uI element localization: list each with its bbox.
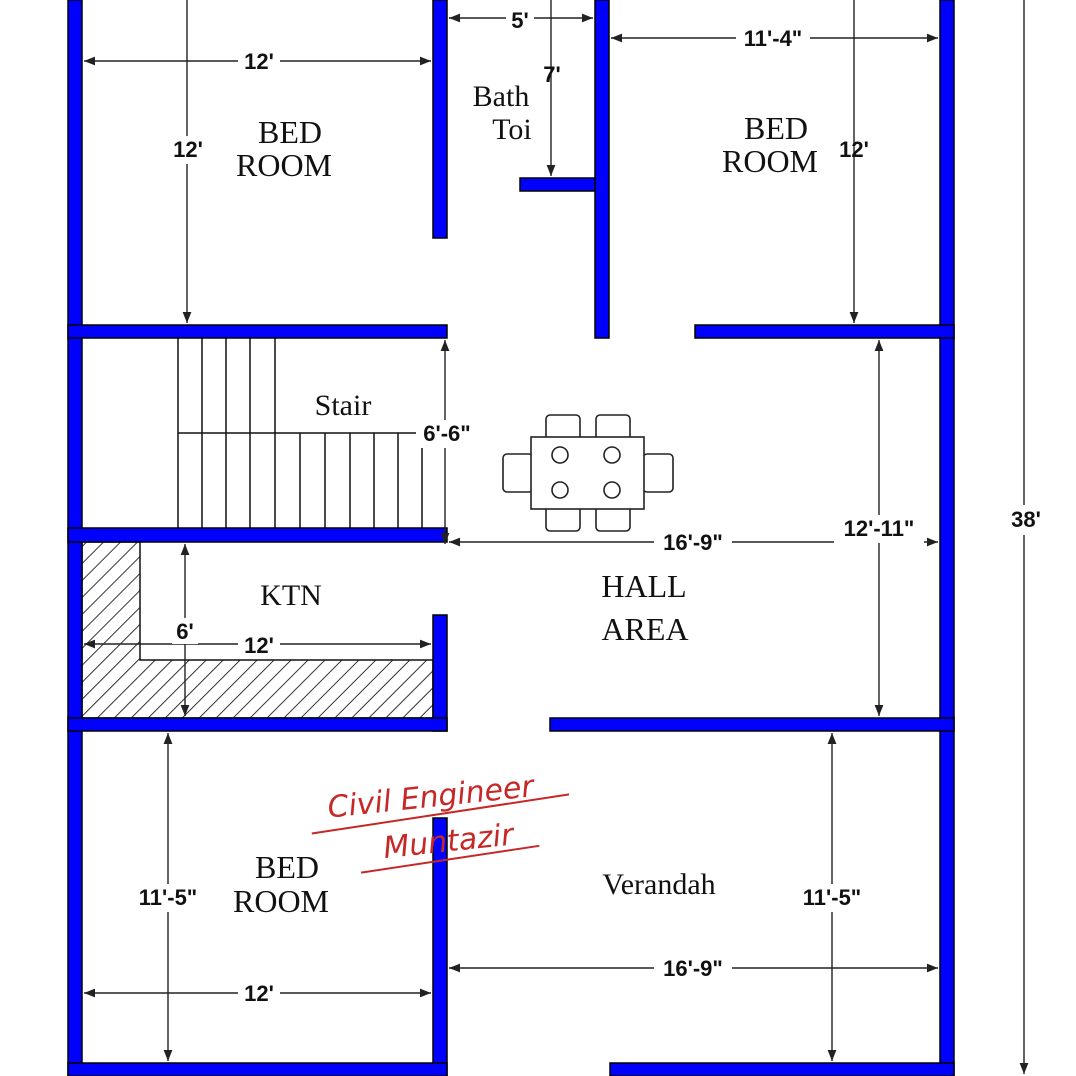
dimension-lines xyxy=(84,0,1029,1074)
dim-bath-width: 5' xyxy=(511,8,528,33)
room-label-bed-top-left-1: BED xyxy=(258,114,322,150)
dim-bed-tl-width: 12' xyxy=(244,49,274,74)
room-label-hall-1: HALL xyxy=(601,568,686,604)
dim-total-height: 38' xyxy=(1011,507,1041,532)
dim-bed-tr-width: 11'-4" xyxy=(744,26,802,51)
dim-ktn-height: 6' xyxy=(176,619,193,644)
dim-hall-width: 16'-9" xyxy=(663,530,723,555)
dim-stair-height: 6'-6" xyxy=(423,421,470,446)
room-label-ktn: KTN xyxy=(260,579,322,612)
dim-bed-bl-width: 12' xyxy=(244,981,274,1006)
room-label-stair: Stair xyxy=(315,389,372,422)
room-label-bed-top-left-2: ROOM xyxy=(236,147,332,183)
room-label-hall-2: AREA xyxy=(601,611,688,647)
kitchen-counter xyxy=(81,541,434,719)
room-label-bed-top-right-1: BED xyxy=(744,110,808,146)
dim-bed-tr-height: 12' xyxy=(839,137,869,162)
dim-verandah-height: 11'-5" xyxy=(803,885,861,910)
dining-table-icon xyxy=(502,414,674,532)
dim-bath-height: 7' xyxy=(543,62,560,87)
dim-bed-bl-height: 11'-5" xyxy=(139,885,197,910)
dimension-label-backings xyxy=(130,6,1048,1006)
dim-verandah-width: 16'-9" xyxy=(663,956,723,981)
dim-ktn-width: 12' xyxy=(244,633,274,658)
dim-hall-height: 12'-11" xyxy=(844,516,915,541)
room-label-bed-bottom-left-1: BED xyxy=(255,849,319,885)
room-labels: BED ROOM Bath Toi BED ROOM Stair KTN HAL… xyxy=(233,80,818,919)
room-label-verandah: Verandah xyxy=(602,868,715,901)
room-label-bath: Bath xyxy=(473,80,530,113)
room-label-bed-bottom-left-2: ROOM xyxy=(233,883,329,919)
room-label-toi: Toi xyxy=(492,113,532,146)
room-label-bed-top-right-2: ROOM xyxy=(722,143,818,179)
dim-bed-tl-height: 12' xyxy=(173,137,203,162)
watermark-line-1: Civil Engineer xyxy=(326,769,537,826)
dimension-texts: 12' 12' 5' 7' 11'-4" 12' 6'-6" 16'-9" 12… xyxy=(139,8,1041,1006)
staircase xyxy=(177,338,423,528)
walls xyxy=(67,0,955,1076)
